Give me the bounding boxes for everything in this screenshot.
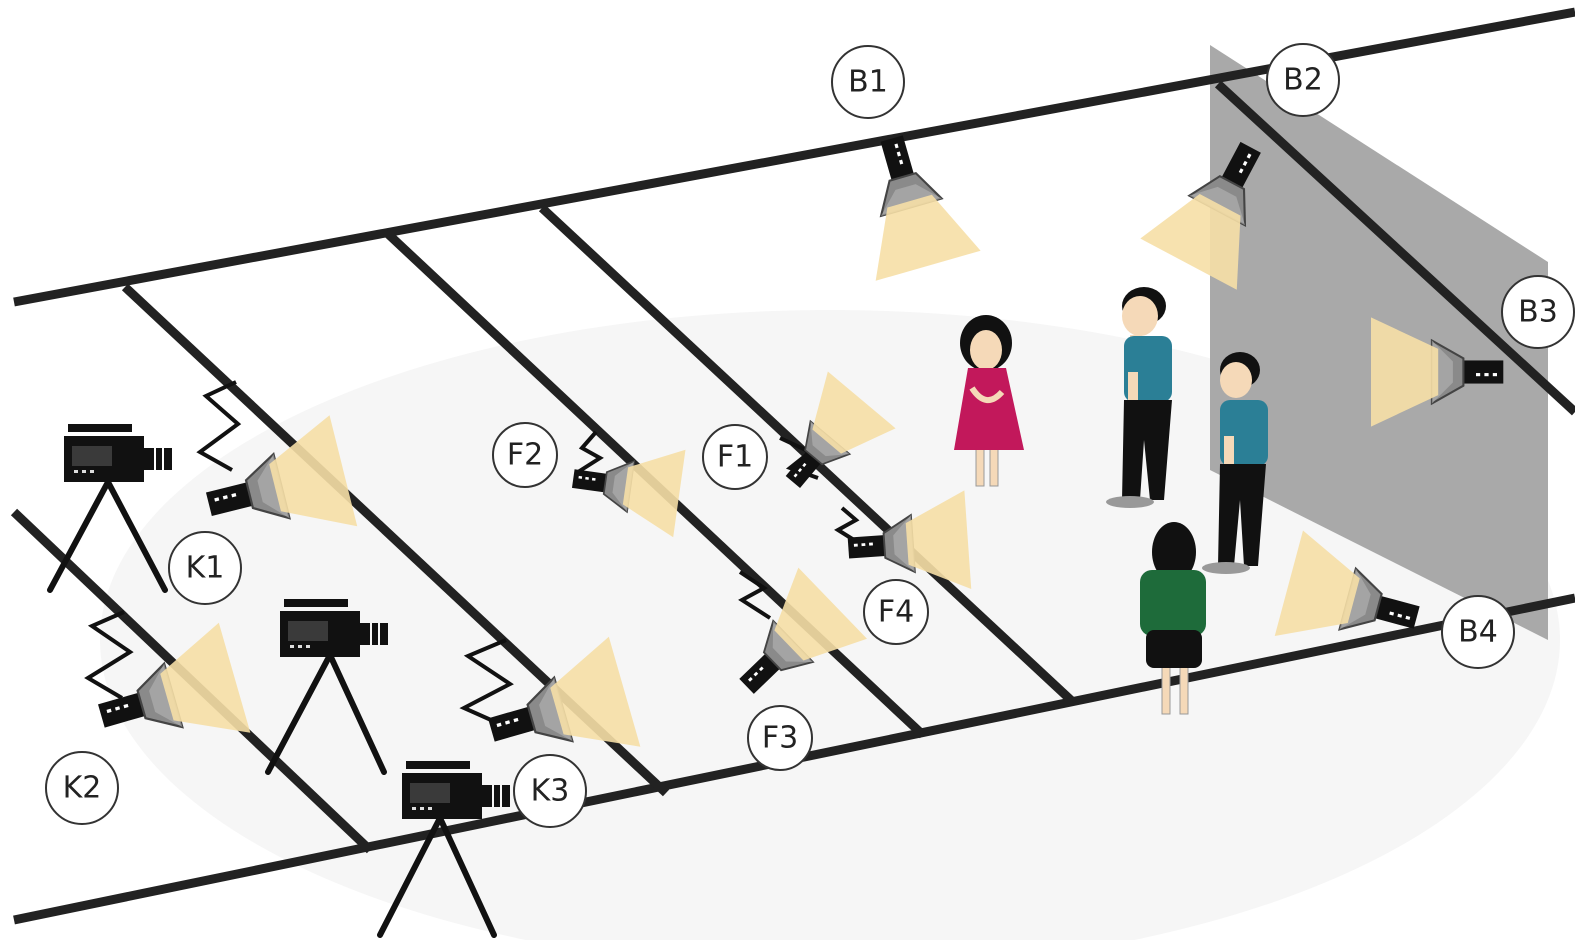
label-f2-text: F2	[507, 438, 543, 473]
person-icon	[1202, 352, 1268, 574]
label-f1-text: F1	[717, 440, 753, 475]
label-b3-text: B3	[1518, 295, 1558, 330]
label-k3: K3	[513, 754, 587, 828]
label-k2: K2	[45, 751, 119, 825]
label-f4-text: F4	[878, 595, 914, 630]
label-b2-text: B2	[1283, 63, 1323, 98]
label-k1-text: K1	[186, 551, 225, 586]
person-icon	[1106, 287, 1172, 508]
label-f1: F1	[702, 424, 768, 490]
label-b3: B3	[1501, 275, 1575, 349]
label-f2: F2	[492, 422, 558, 488]
person-icon	[954, 315, 1024, 487]
label-k1: K1	[168, 531, 242, 605]
label-b4: B4	[1441, 595, 1515, 669]
person-icon	[1140, 522, 1206, 715]
label-f4: F4	[863, 579, 929, 645]
video-camera-icon	[377, 761, 510, 938]
label-k2-text: K2	[63, 771, 102, 806]
label-b1: B1	[831, 45, 905, 119]
label-k3-text: K3	[531, 774, 570, 809]
label-f3-text: F3	[762, 721, 798, 756]
label-b2: B2	[1266, 43, 1340, 117]
label-b4-text: B4	[1458, 615, 1498, 650]
label-f3: F3	[747, 705, 813, 771]
label-b1-text: B1	[848, 65, 888, 100]
video-camera-icon	[47, 424, 172, 593]
video-camera-icon	[265, 599, 388, 775]
